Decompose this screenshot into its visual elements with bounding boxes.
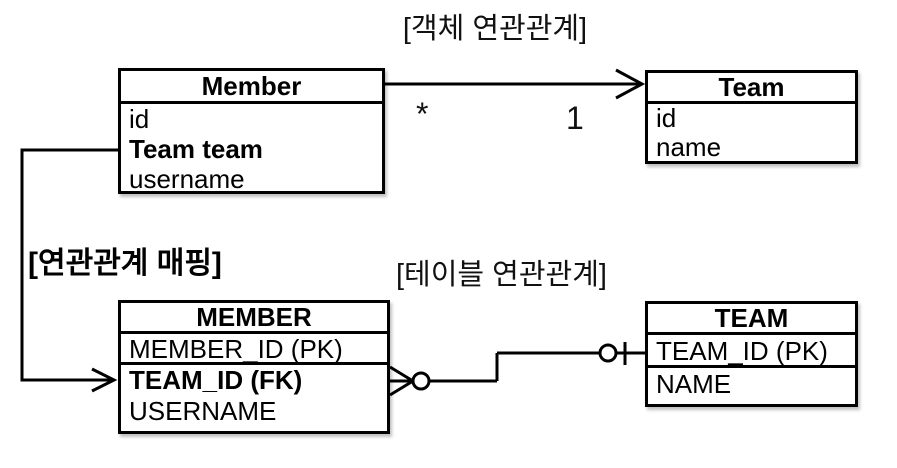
team-field-id: id (656, 104, 677, 133)
member-table-pk-column: MEMBER_ID (PK) (121, 334, 387, 365)
object-association-line (385, 68, 646, 100)
object-relation-title: [객체 연관관계] (402, 13, 588, 45)
zero-circle-icon (598, 343, 618, 363)
team-class-box: Team id name (645, 70, 858, 164)
member-field-team: Team team (129, 134, 263, 164)
open-arrowhead-icon (615, 68, 646, 100)
mapping-title: [연관관계 매핑] (28, 247, 222, 280)
member-multiplicity-label: * (416, 96, 429, 132)
member-field-username: username (129, 164, 245, 194)
table-relation-title: [테이블 연관관계] (396, 259, 607, 291)
team-field-name: name (656, 133, 722, 162)
member-class-box: Member id Team team username (118, 68, 385, 194)
team-table-pk-column: TEAM_ID (PK) (648, 335, 855, 368)
team-table-name: TEAM (648, 304, 855, 335)
team-class-name: Team (648, 73, 855, 104)
zero-circle-icon (411, 371, 431, 391)
member-class-name: Member (121, 71, 382, 104)
member-table-box: MEMBER MEMBER_ID (PK) TEAM_ID (FK) USERN… (118, 300, 390, 434)
table-association-line (389, 342, 645, 397)
team-table-name-column: NAME (656, 369, 732, 399)
member-field-id: id (129, 104, 150, 134)
member-table-name: MEMBER (121, 303, 387, 334)
crows-foot-icon (389, 379, 414, 397)
team-multiplicity-label: 1 (566, 100, 584, 136)
crows-foot-icon (389, 365, 414, 383)
member-table-username-column: USERNAME (129, 396, 277, 426)
open-arrowhead-icon (91, 367, 118, 393)
team-table-box: TEAM TEAM_ID (PK) NAME (645, 301, 858, 407)
member-table-fk-column: TEAM_ID (FK) (129, 365, 303, 395)
